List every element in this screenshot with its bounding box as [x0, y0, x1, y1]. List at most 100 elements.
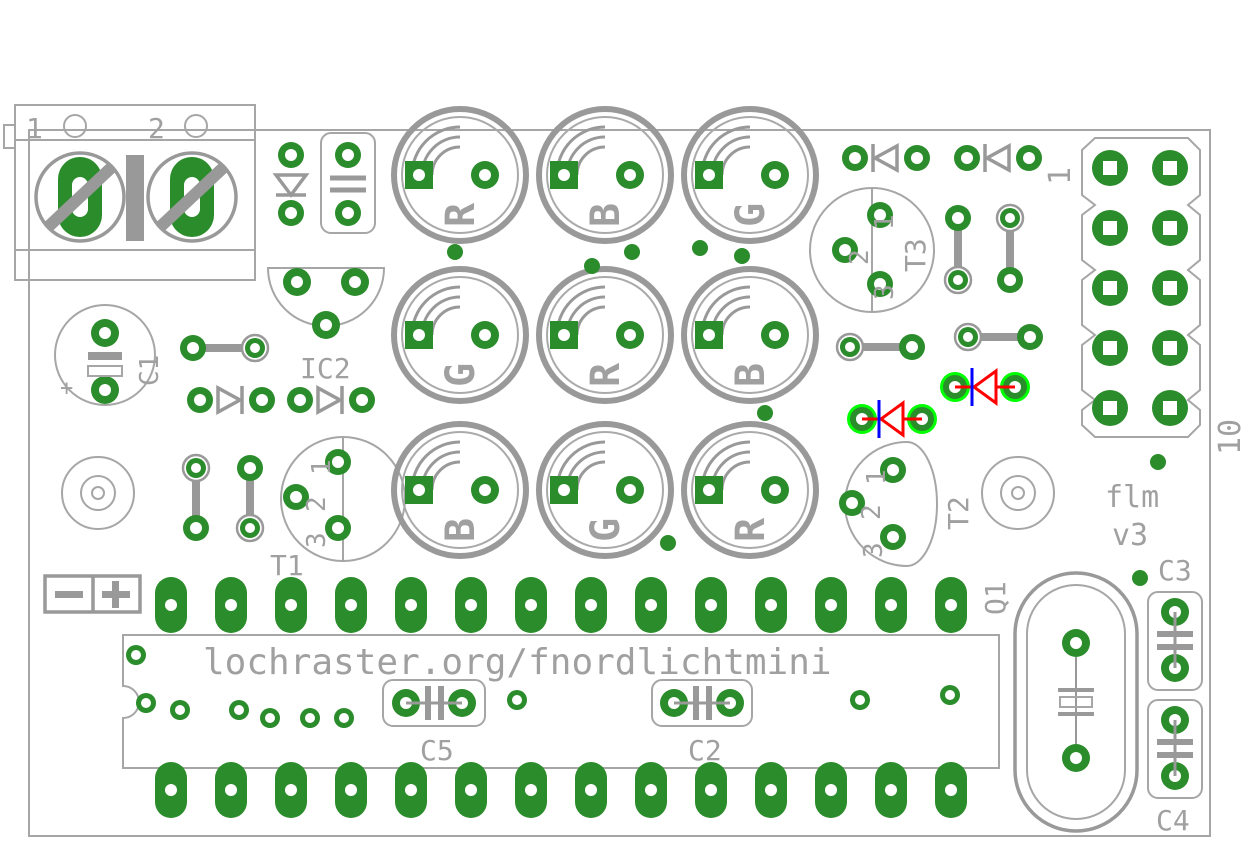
- header-pin: [1152, 390, 1188, 426]
- t3-pin-2: 2: [845, 249, 875, 265]
- dip-pin: [155, 762, 187, 818]
- dip-pin: [275, 762, 307, 818]
- dip-pin: [935, 577, 967, 633]
- led-color-letter: B: [728, 363, 774, 387]
- mounting-hole-right: [981, 456, 1055, 530]
- dip-pin: [335, 762, 367, 818]
- dip-pin: [755, 762, 787, 818]
- dip-pin: [455, 762, 487, 818]
- header-pin-10-label: 10: [1213, 419, 1248, 455]
- diode-top-right-1: [842, 143, 930, 173]
- dip-pin: [515, 577, 547, 633]
- dip-pin: [935, 762, 967, 818]
- resistor-mid-right-1: [835, 332, 925, 362]
- rgb-led: G: [536, 421, 674, 559]
- header-pin-1-label: 1: [1043, 167, 1078, 185]
- led-color-letter: B: [438, 518, 484, 542]
- rgb-led: R: [536, 266, 674, 404]
- t2-pin-3: 3: [859, 542, 889, 558]
- transistor-t3: 1 2 3: [809, 187, 935, 313]
- t2-pin-1: 1: [862, 469, 892, 485]
- c5-label: C5: [420, 734, 454, 767]
- diode-highlight-1: [847, 400, 937, 438]
- ic2-regulator: [266, 267, 386, 339]
- resistor-mid-right-2: [953, 322, 1043, 352]
- t1-pin-1: 1: [307, 459, 337, 475]
- rgb-led: G: [391, 266, 529, 404]
- dip-pin: [515, 762, 547, 818]
- dip-pin: [395, 577, 427, 633]
- dip-pin: [875, 577, 907, 633]
- diode-top-left: [272, 142, 310, 226]
- t1-pin-2: 2: [302, 496, 332, 512]
- led-color-letter: G: [583, 518, 629, 542]
- ic2-label: IC2: [300, 352, 351, 385]
- resistor-t1-a: [181, 453, 211, 541]
- dip-pin: [635, 577, 667, 633]
- led-color-letter: R: [438, 202, 484, 227]
- dip-pin: [815, 762, 847, 818]
- resistor-t1-b: [235, 455, 265, 543]
- c1-plus: +: [60, 376, 73, 401]
- led-color-letter: R: [728, 517, 774, 542]
- resistor-left-1: [180, 333, 270, 363]
- dip-pin: [455, 577, 487, 633]
- header-pin: [1092, 270, 1128, 306]
- dip-pin: [575, 577, 607, 633]
- diode-left-1: [187, 385, 275, 415]
- dip-pin: [875, 762, 907, 818]
- transistor-t2: 1 2 3: [839, 441, 938, 567]
- t2-label: T2: [942, 496, 975, 530]
- polarity-box: [43, 574, 142, 614]
- led-color-letter: G: [438, 363, 484, 387]
- led-color-letter: G: [728, 203, 774, 227]
- board-outline: [28, 129, 1211, 837]
- t1-label: T1: [270, 549, 304, 582]
- header-pin: [1152, 270, 1188, 306]
- header-pin: [1092, 330, 1128, 366]
- capacitor-c3: [1147, 591, 1203, 691]
- dip-pin: [575, 762, 607, 818]
- rgb-led: B: [681, 266, 819, 404]
- dip-pads: [155, 577, 967, 818]
- dip-pin: [755, 577, 787, 633]
- c1-electrolytic: +: [54, 304, 156, 406]
- c1-label: C1: [135, 355, 165, 386]
- url-label: lochraster.org/fnordlichtmini: [203, 642, 832, 683]
- c3-label: C3: [1158, 554, 1192, 587]
- mounting-hole-left: [61, 456, 135, 530]
- dip-pin: [695, 577, 727, 633]
- transistor-t1: 1 2 3: [280, 436, 406, 562]
- version-label: v3: [1112, 518, 1148, 553]
- crystal-q1: [1013, 571, 1139, 833]
- rgb-led: B: [391, 421, 529, 559]
- vias: [447, 240, 1166, 586]
- dip-pin: [695, 762, 727, 818]
- diode-highlight-2: [940, 368, 1030, 406]
- terminal-label-1: 1: [26, 112, 43, 145]
- dip-pin: [155, 577, 187, 633]
- resistor-t3-b: [995, 203, 1025, 293]
- diode-top-right-2: [954, 143, 1042, 173]
- header-pin: [1152, 150, 1188, 186]
- dip-pin: [635, 762, 667, 818]
- t1-pin-3: 3: [302, 532, 332, 548]
- header-pin: [1092, 150, 1128, 186]
- header-pin: [1152, 330, 1188, 366]
- author-label: flm: [1105, 480, 1159, 515]
- c2-label: C2: [688, 734, 722, 767]
- header-pin: [1092, 390, 1128, 426]
- resistor-t3-a: [943, 205, 973, 295]
- dip-pin: [215, 762, 247, 818]
- q1-label: Q1: [979, 581, 1012, 615]
- capacitor-c5: [382, 679, 486, 727]
- header-pin: [1092, 210, 1128, 246]
- t3-pin-3: 3: [870, 284, 900, 300]
- t3-label: T3: [899, 238, 932, 272]
- dip-pin: [215, 577, 247, 633]
- screw-terminal: 1 2: [3, 104, 256, 281]
- header-pin: [1152, 210, 1188, 246]
- t3-pin-1: 1: [870, 214, 900, 230]
